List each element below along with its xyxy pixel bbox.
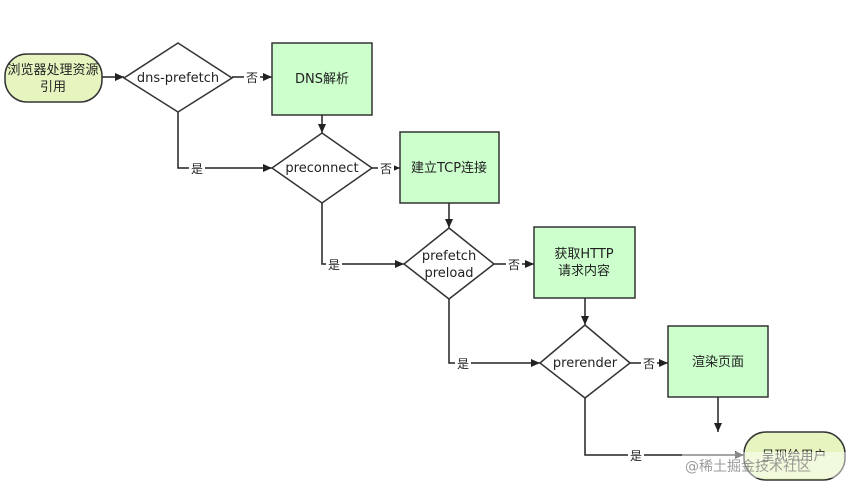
edge-label-yes-3: 是: [457, 357, 469, 371]
node-dns-resolve-label: DNS解析: [295, 72, 349, 87]
edge-label-yes-1: 是: [191, 162, 203, 176]
node-start-label: 浏览器处理资源引用: [7, 62, 98, 95]
edges: [102, 73, 744, 459]
edge-label-no-4: 否: [643, 357, 655, 371]
node-render: 渲染页面: [667, 325, 769, 398]
edge-label-no-3: 否: [508, 258, 520, 272]
node-preconnect: preconnect: [270, 132, 374, 204]
edge-dns-prefetch-yes: [177, 112, 272, 172]
node-dns-resolve: DNS解析: [271, 42, 373, 116]
edge-label-no-1: 否: [246, 71, 258, 85]
edge-preconnect-yes: [321, 203, 404, 268]
edge-label-yes-4: 是: [630, 449, 642, 463]
node-start: 浏览器处理资源引用: [4, 53, 103, 103]
node-dns-prefetch: dns-prefetch: [122, 42, 234, 113]
edge-prerender-yes: [584, 398, 744, 459]
node-tcp: 建立TCP连接: [399, 131, 500, 204]
node-prerender-label: prerender: [553, 356, 618, 371]
edge-label-no-2: 否: [380, 162, 392, 176]
edge-prefetch-yes: [448, 299, 540, 367]
node-end-label: 呈现给用户: [761, 448, 826, 464]
node-prerender: prerender: [538, 324, 632, 399]
watermark: @稀土掘金技术社区: [682, 452, 850, 478]
node-tcp-label: 建立TCP连接: [411, 160, 487, 176]
node-end: 呈现给用户: [743, 431, 846, 481]
node-render-label: 渲染页面: [692, 355, 744, 370]
edge-label-yes-2: 是: [328, 258, 340, 272]
edge-labels: 否 是 否 是 否 是 否 是: [189, 69, 657, 463]
node-preconnect-label: preconnect: [285, 161, 358, 176]
watermark-text: @稀土掘金技术社区: [685, 459, 811, 475]
node-dns-prefetch-label: dns-prefetch: [137, 71, 219, 86]
